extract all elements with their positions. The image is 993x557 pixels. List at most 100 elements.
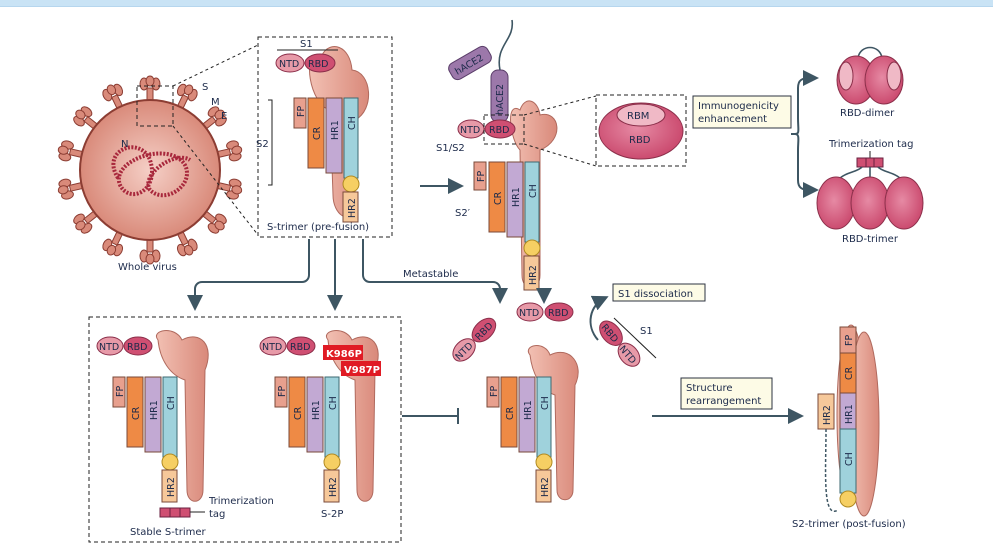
postfusion-s2-trimer: FP CR HR1 CH HR2 S2-trimer (post-fusion) <box>792 324 906 530</box>
hr1-label: HR1 <box>149 400 160 420</box>
label-n: N <box>121 139 128 150</box>
virus-rna-genome <box>111 145 192 198</box>
mutation-v987p: V987P <box>344 365 380 376</box>
ch-label: CH <box>540 396 551 410</box>
cr-label: CR <box>505 406 516 420</box>
mutation-badge-k986p <box>323 345 363 360</box>
s1s2-label: S1/S2 <box>436 143 465 154</box>
mutation-k986p: K986P <box>326 349 362 360</box>
hr2-label: HR2 <box>347 198 358 218</box>
postfusion-caption: S2-trimer (post-fusion) <box>792 519 906 530</box>
rbm-ellipse <box>616 103 666 127</box>
immunogenicity-box <box>692 95 792 129</box>
virus-spike <box>57 140 87 162</box>
rbd-detail: RBM RBD <box>595 94 687 167</box>
virus-envelope <box>79 99 221 241</box>
virus-spikes <box>57 75 243 265</box>
mutation-badge-v987p <box>341 361 381 376</box>
structure-line-1: Structure <box>686 383 733 394</box>
rbd <box>484 119 516 139</box>
ch-label: CH <box>528 184 539 198</box>
hr1-label: HR1 <box>511 187 522 207</box>
hr2-label: HR2 <box>528 265 539 285</box>
hr1-label: HR1 <box>523 400 534 420</box>
hr2-label: HR2 <box>822 405 833 425</box>
ch-label: CH <box>166 396 177 410</box>
s1-dissociation: S1 dissociation RBD NTD S1 <box>589 283 706 367</box>
label-s: S <box>202 82 208 93</box>
s1-bracket <box>613 317 657 359</box>
virus-spike-zoom-box <box>136 85 174 127</box>
s2p-caption: S-2P <box>321 509 343 520</box>
s2-label: S2 <box>256 139 269 150</box>
trimerization-tag <box>159 507 191 518</box>
prefusion-panel: S1 NTD RBD S2 FP CR HR1 CH HR2 S-trimer … <box>256 36 393 238</box>
hace2-linker <box>498 19 514 71</box>
cr-label: CR <box>844 366 855 380</box>
virus-spike <box>73 106 101 132</box>
zoom-line <box>523 95 597 116</box>
s2-bracket <box>268 99 273 186</box>
arrow-to-dimer <box>791 70 819 135</box>
stable-caption: Stable S-trimer <box>130 527 207 538</box>
arrow-to-stable <box>187 239 310 311</box>
immunogenicity-line-1: Immunogenicity <box>698 101 779 112</box>
cr-label: CR <box>131 406 142 420</box>
rbd-detail-box <box>595 94 687 167</box>
hace2-bound-label: hACE2 <box>495 84 506 115</box>
virus-spike <box>213 178 243 200</box>
metastable-label: Metastable <box>403 269 458 280</box>
metastable-spike: NTD RBD NTD RBD FP CR HR1 CH HR2 <box>452 302 579 503</box>
hr2-label: HR2 <box>540 477 551 497</box>
whole-virus: S M E N Whole virus <box>57 44 259 273</box>
zoom-line <box>172 125 259 236</box>
hr1-label: HR1 <box>844 404 855 424</box>
cr-label: CR <box>312 126 323 140</box>
rbd-trimer-caption: RBD-trimer <box>842 234 899 245</box>
receptor-bound-panel: hACE2 hACE2 NTD RBD S1/S2 S2′ FP CR HR1 … <box>436 19 597 291</box>
stable-s-trimer: NTD RBD FP CR HR1 CH HR2 Trimerization t… <box>96 330 274 538</box>
stabilized-box <box>88 316 402 543</box>
arrow-metastable <box>362 239 508 304</box>
fp-label: FP <box>489 386 500 397</box>
fp-label: FP <box>844 335 855 346</box>
label-e: E <box>221 111 227 122</box>
hr2-label: HR2 <box>328 477 339 497</box>
ntd-label: NTD <box>519 308 539 319</box>
prefusion-caption: S-trimer (pre-fusion) <box>267 222 369 233</box>
trimerization-tag-label: Trimerization tag <box>828 139 913 150</box>
cr-label: CR <box>293 406 304 420</box>
fp-label: FP <box>115 386 126 397</box>
s-2p: NTD RBD FP CR HR1 CH HR2 K986P V987P S-2… <box>259 330 381 520</box>
virus-spike <box>213 140 243 162</box>
ntd-rbd-pair: NTD RBD <box>275 53 336 73</box>
window-top-bar <box>0 0 993 7</box>
stabilized-panel: NTD RBD FP CR HR1 CH HR2 Trimerization t… <box>88 316 402 543</box>
virus-caption: Whole virus <box>118 262 177 273</box>
s2prime-label: S2′ <box>455 208 471 219</box>
fp-label: FP <box>476 171 487 182</box>
ch-label: CH <box>347 116 358 130</box>
structure-rearrangement-box <box>680 377 773 410</box>
s1-label: S1 <box>300 39 313 50</box>
hace2-free: hACE2 <box>448 45 492 81</box>
dissociation-arrow <box>589 295 609 341</box>
bound-helices: FP CR HR1 CH HR2 <box>473 161 541 291</box>
virus-spike <box>139 235 161 265</box>
s1-dissociation-box <box>612 283 706 302</box>
ntd-label: NTD <box>279 59 299 70</box>
rbm-label: RBM <box>627 111 649 122</box>
virus-spike <box>102 83 125 113</box>
ntd-label: NTD <box>262 342 282 353</box>
ch-label: CH <box>844 452 855 466</box>
immunogenicity-line-2: enhancement <box>698 114 767 125</box>
rbd-label: RBD <box>308 59 328 70</box>
structure-line-2: rearrangement <box>686 396 761 407</box>
prefusion-box <box>257 36 393 238</box>
fp-label: FP <box>296 106 307 117</box>
rbd-label: RBD <box>629 135 651 146</box>
tag-label-line-2: tag <box>209 509 225 520</box>
s1-free-label: S1 <box>640 326 653 337</box>
rbd-dimer: RBD-dimer <box>836 46 904 119</box>
